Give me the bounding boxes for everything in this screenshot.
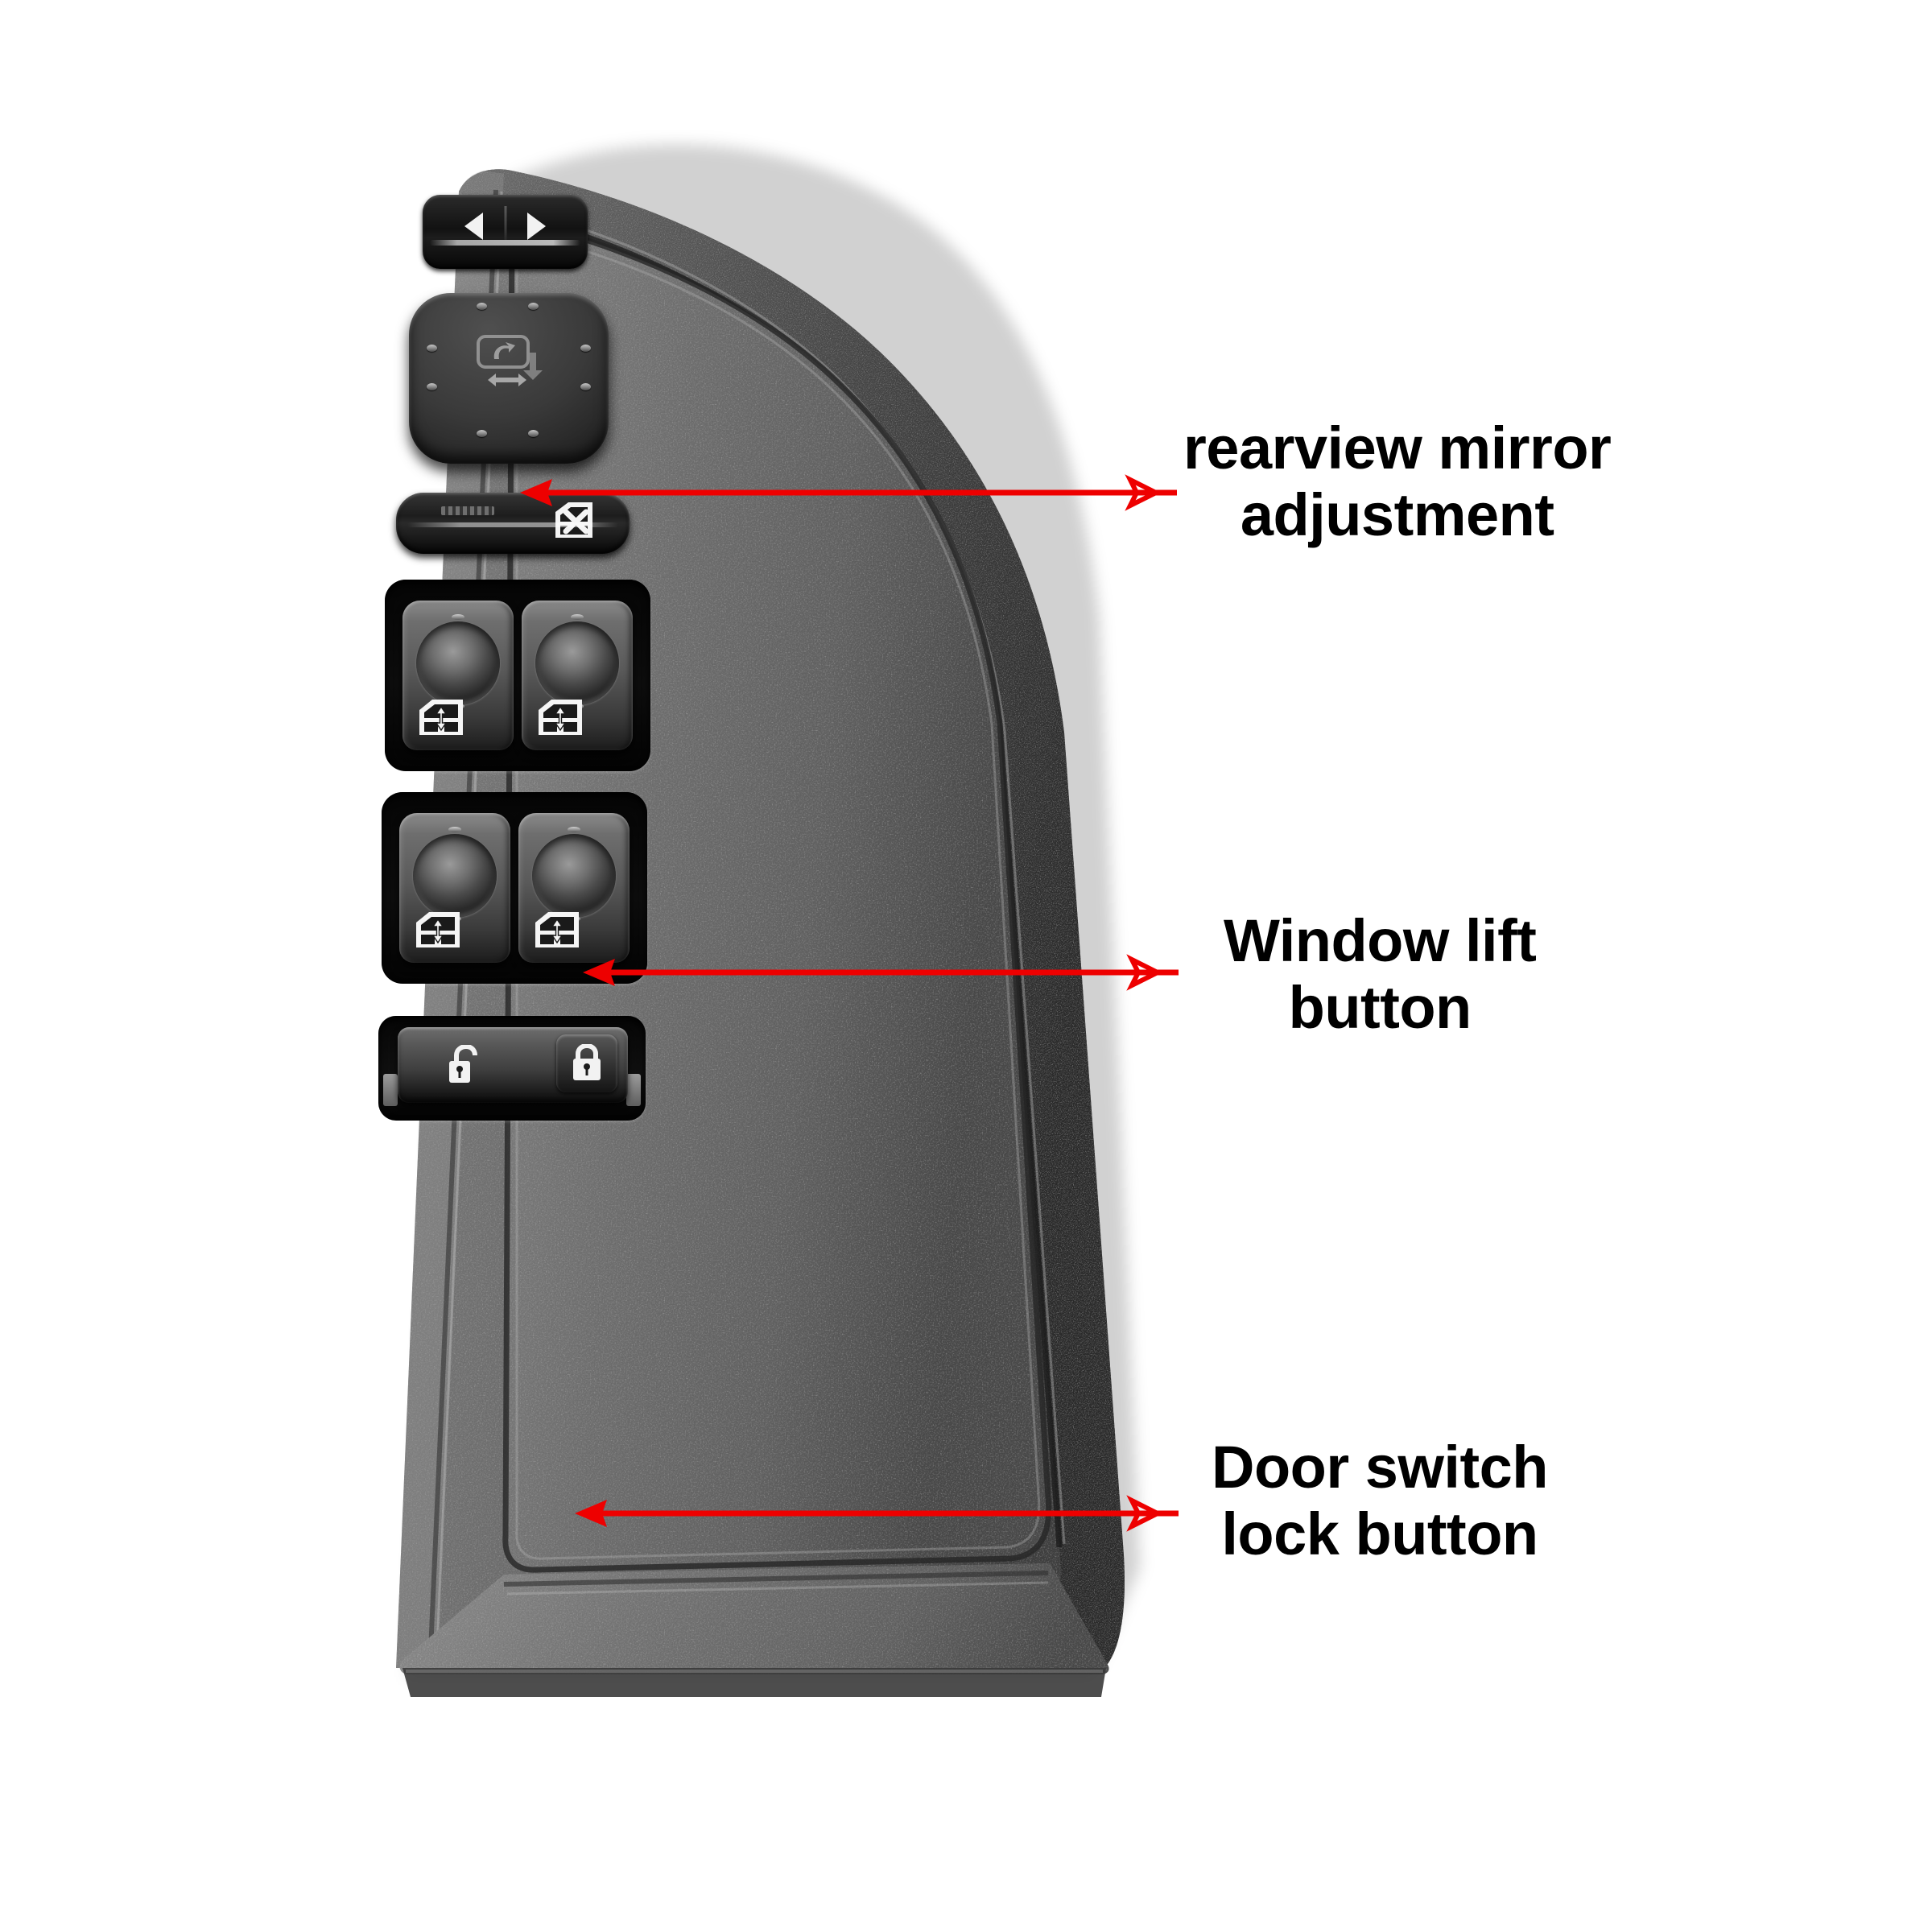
triangle-right-icon xyxy=(527,213,546,240)
dimple-icon xyxy=(427,345,437,352)
padlock-open-icon xyxy=(449,1045,477,1083)
mirror-adjustment-joystick[interactable] xyxy=(409,293,609,464)
retainer-tab xyxy=(383,1074,398,1106)
nub xyxy=(571,614,584,620)
padlock-closed-icon xyxy=(573,1044,601,1080)
mirror-adjust-icon xyxy=(477,335,543,386)
annotation-label-door-lock: Door switch lock button xyxy=(1212,1434,1548,1567)
annotation-arrow xyxy=(575,1495,1179,1532)
window-lock-bar-switch[interactable] xyxy=(396,493,630,554)
triangle-left-icon xyxy=(464,213,483,240)
rocker-gloss xyxy=(430,240,580,246)
annotation-arrow xyxy=(583,954,1179,991)
dimple-icon xyxy=(477,430,487,437)
nub xyxy=(448,827,461,832)
window-updown-icon xyxy=(416,912,460,947)
window-updown-icon xyxy=(535,912,579,947)
rocker-divider xyxy=(504,206,506,240)
door-lock-well xyxy=(378,1016,646,1121)
window-switch-well-front xyxy=(385,580,650,771)
window-switch-well-rear xyxy=(382,792,647,984)
window-updown-icon xyxy=(539,700,582,735)
mirror-select-rocker[interactable] xyxy=(423,195,588,269)
nub xyxy=(568,827,580,832)
dimple-icon xyxy=(477,303,487,310)
dimple-icon xyxy=(528,430,539,437)
annotation-label-rearview-mirror: rearview mirror adjustment xyxy=(1183,415,1612,548)
window-updown-icon xyxy=(419,700,463,735)
thumb-dimple xyxy=(532,834,616,918)
lock-pad[interactable] xyxy=(556,1034,617,1092)
retainer-tab xyxy=(626,1074,641,1106)
annotation-label-window-lift: Window lift button xyxy=(1224,907,1537,1041)
window-lock-icon xyxy=(555,502,592,538)
door-lock-rocker[interactable] xyxy=(398,1027,628,1103)
emboss-marking xyxy=(441,506,494,515)
window-lift-button-rear-left[interactable] xyxy=(399,813,510,963)
window-lift-button-front-right[interactable] xyxy=(522,601,633,750)
nub xyxy=(452,614,464,620)
window-lift-button-front-left[interactable] xyxy=(402,601,514,750)
thumb-dimple xyxy=(416,621,500,705)
window-switch-panel xyxy=(346,97,1159,1892)
window-lift-button-rear-right[interactable] xyxy=(518,813,630,963)
annotation-arrow xyxy=(520,474,1177,511)
thumb-dimple xyxy=(413,834,497,918)
dimple-icon xyxy=(580,345,591,352)
thumb-dimple xyxy=(535,621,619,705)
dimple-icon xyxy=(528,303,539,310)
dimple-icon xyxy=(427,383,437,390)
dimple-icon xyxy=(580,383,591,390)
bar-gloss xyxy=(407,522,618,527)
